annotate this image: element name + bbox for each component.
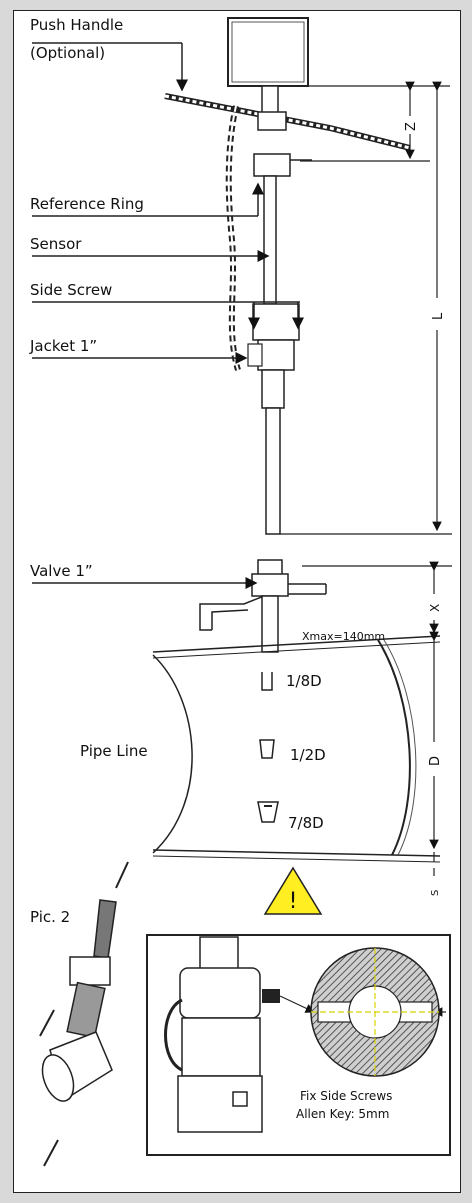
sensor-label: Sensor [30, 235, 82, 253]
sensor-assembly [164, 17, 411, 535]
dim-x-label: X [428, 604, 442, 612]
pipe-drawing [152, 635, 441, 863]
depth-1-8-label: 1/8D [286, 672, 322, 690]
pic2-label: Pic. 2 [30, 908, 70, 926]
dimension-lines-bottom [302, 561, 452, 876]
warning-exclamation: ! [289, 889, 298, 914]
dimension-lines-top [280, 81, 452, 535]
cross-section [310, 947, 440, 1077]
push-handle-drawing [164, 93, 411, 151]
dim-l-label: L [431, 312, 446, 320]
push-handle-label: Push Handle [30, 16, 123, 34]
valve-label: Valve 1” [30, 562, 93, 580]
xmax-label: Xmax=140mm [302, 630, 385, 643]
reference-ring-label: Reference Ring [30, 195, 144, 213]
fix-side-screws-label: Fix Side Screws [300, 1089, 392, 1103]
warning-triangle-icon [263, 866, 323, 915]
dim-d-label: D [428, 756, 443, 766]
depth-1-2-label: 1/2D [290, 746, 326, 764]
leader-lines [32, 42, 304, 589]
pipe-line-label: Pipe Line [80, 742, 148, 760]
optional-label: (Optional) [30, 44, 105, 62]
dim-z-label: Z [404, 122, 419, 131]
pic2-drawing [39, 861, 129, 1167]
side-screw-label: Side Screw [30, 281, 112, 299]
allen-key-label: Allen Key: 5mm [296, 1107, 389, 1121]
depth-7-8-label: 7/8D [288, 814, 324, 832]
jacket-label: Jacket 1” [29, 337, 97, 355]
dim-s-label: S [430, 890, 441, 896]
